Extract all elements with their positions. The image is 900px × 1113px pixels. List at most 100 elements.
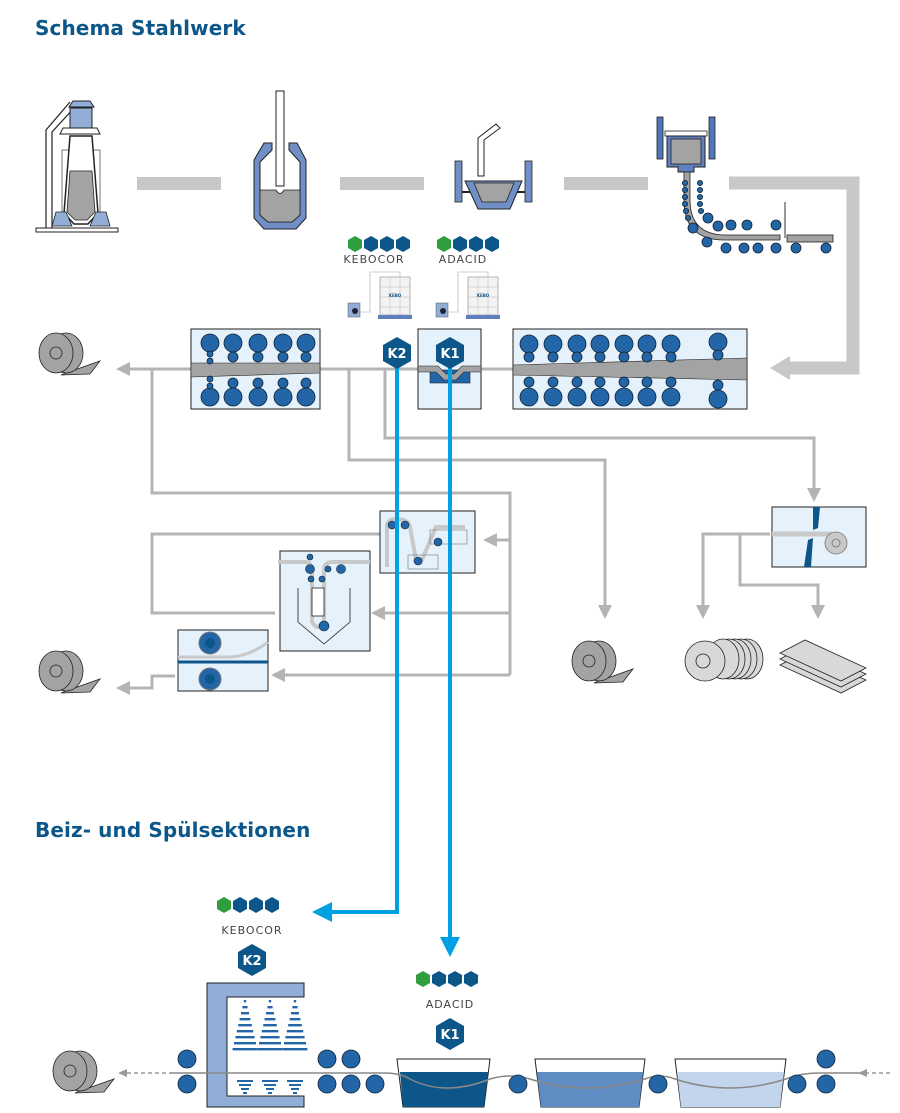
guide-roll xyxy=(701,236,713,248)
spray-droplets xyxy=(239,1018,251,1021)
spray-droplets xyxy=(264,1018,276,1021)
slitting-unit xyxy=(771,506,867,568)
blast-furnace-icon xyxy=(35,100,119,233)
injection-line-k1 xyxy=(440,358,460,957)
arrow-icon xyxy=(118,1069,127,1077)
work-roll-large xyxy=(567,387,587,407)
work-roll-large xyxy=(590,387,610,407)
spray-droplets xyxy=(237,1080,253,1082)
adacid-label-group: ADACID K1 xyxy=(416,971,478,1050)
spray-droplets xyxy=(242,1006,248,1009)
guide-roll xyxy=(682,200,689,207)
pickling-roll xyxy=(816,1074,836,1094)
guide-roll xyxy=(682,186,689,193)
guide-roll xyxy=(820,242,832,254)
spray-droplets xyxy=(239,1084,251,1086)
work-roll-large xyxy=(200,387,220,407)
annealing-unit xyxy=(379,510,476,574)
svg-text:KEBO: KEBO xyxy=(389,293,402,298)
flow-bar xyxy=(564,177,648,190)
work-roll-large xyxy=(519,334,539,354)
coil-icon xyxy=(52,1050,116,1094)
acid-tank-3 xyxy=(674,1058,787,1108)
product-label-adacid: ADACID xyxy=(439,253,488,266)
flow-caster-to-mill xyxy=(729,176,860,375)
work-roll-large xyxy=(637,387,657,407)
kebocor-label-group: KEBOCOR K2 xyxy=(217,897,282,976)
work-roll-large xyxy=(708,332,728,352)
spray-droplets xyxy=(293,1092,297,1094)
guide-roll xyxy=(790,242,802,254)
work-roll-small xyxy=(571,351,583,363)
guide-roll xyxy=(720,242,732,254)
spray-droplets xyxy=(282,1048,308,1051)
flow-bar xyxy=(340,177,424,190)
work-roll-small xyxy=(227,351,239,363)
work-roll-small xyxy=(641,376,653,388)
spray-droplets xyxy=(268,1092,272,1094)
work-roll-small xyxy=(665,376,677,388)
pickling-roll xyxy=(341,1074,361,1094)
guide-roll xyxy=(725,219,737,231)
guide-roll xyxy=(682,179,689,186)
work-roll-large xyxy=(223,333,243,353)
work-roll-large xyxy=(661,387,681,407)
spray-droplets xyxy=(266,1012,274,1015)
spray-droplets xyxy=(234,1042,256,1045)
spray-droplets xyxy=(232,1048,258,1051)
svg-text:K1: K1 xyxy=(440,347,459,362)
guide-roll xyxy=(697,186,704,193)
badge-k2-top: K2 xyxy=(383,337,411,369)
continuous-caster-icon xyxy=(656,116,834,243)
pickling-roll xyxy=(317,1049,337,1069)
injection-line-k2 xyxy=(312,358,399,922)
stacked-sheets-icon xyxy=(779,639,867,694)
guide-roll xyxy=(687,222,699,234)
work-roll-large xyxy=(273,333,293,353)
guide-roll xyxy=(697,193,704,200)
work-roll-large xyxy=(637,334,657,354)
spray-droplets xyxy=(262,1080,278,1082)
work-roll-small xyxy=(277,377,289,389)
spray-rinse-chamber xyxy=(206,982,308,1108)
pickling-roll xyxy=(648,1074,668,1094)
arrow-icon xyxy=(858,1069,867,1077)
work-roll-small xyxy=(300,351,312,363)
guide-roll xyxy=(698,207,705,214)
guide-roll xyxy=(712,220,724,232)
work-roll-small xyxy=(571,376,583,388)
pickling-roll xyxy=(816,1049,836,1069)
pickling-roll xyxy=(365,1074,385,1094)
spray-droplets xyxy=(263,1024,277,1027)
spray-droplets xyxy=(293,1000,297,1003)
spray-droplets xyxy=(259,1042,281,1045)
work-roll-small xyxy=(712,379,724,391)
flow-arrows xyxy=(116,362,825,695)
kebocor-dosing-unit: KEBOCOR KEBO xyxy=(343,236,412,319)
spray-droplets xyxy=(289,1018,301,1021)
work-roll-small xyxy=(712,349,724,361)
coil-icon xyxy=(38,332,102,376)
spray-droplets xyxy=(289,1084,301,1086)
work-roll-small xyxy=(547,351,559,363)
spray-droplets xyxy=(284,1042,306,1045)
work-roll-large xyxy=(273,387,293,407)
spray-droplets xyxy=(291,1012,299,1015)
product-label-adacid-bottom: ADACID xyxy=(426,998,475,1011)
work-roll-large xyxy=(296,333,316,353)
work-roll-small xyxy=(252,351,264,363)
small-roll xyxy=(206,382,214,390)
work-roll-large xyxy=(614,387,634,407)
spray-droplets xyxy=(257,1048,283,1051)
guide-roll xyxy=(702,212,714,224)
spray-droplets xyxy=(260,1036,280,1039)
svg-text:K1: K1 xyxy=(440,1028,459,1043)
work-roll-small xyxy=(618,351,630,363)
spray-droplets xyxy=(241,1088,249,1090)
spray-droplets xyxy=(264,1084,276,1086)
work-roll-small xyxy=(523,351,535,363)
guide-roll xyxy=(770,242,782,254)
spray-droplets xyxy=(288,1024,302,1027)
product-label-kebocor-bottom: KEBOCOR xyxy=(221,924,282,937)
